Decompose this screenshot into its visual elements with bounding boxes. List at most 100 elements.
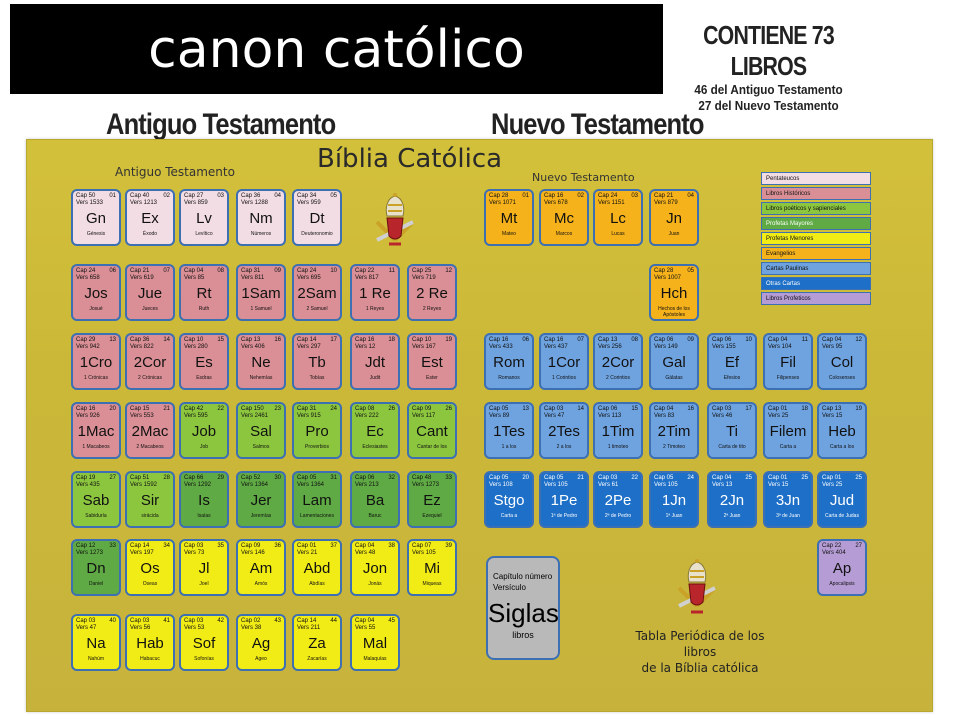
book-chapters: Cap 22 <box>355 268 375 274</box>
book-number: 29 <box>217 475 224 481</box>
book-number: 41 <box>163 618 170 624</box>
book-chapters: Cap 03 <box>544 406 564 412</box>
book-verses: Vers 211 <box>297 625 321 631</box>
book-name: Lucas <box>611 231 625 237</box>
book-abbreviation: Jon <box>362 560 388 577</box>
papal-crest-icon <box>375 193 415 246</box>
book-name: Oseas <box>142 581 158 587</box>
book-chapters: Cap 13 <box>241 337 261 343</box>
book-verses: Vers 56 <box>130 625 151 631</box>
book-number: 11 <box>801 337 808 343</box>
book-verses: Vers 658 <box>76 275 100 281</box>
book-verses: Vers 297 <box>297 344 321 350</box>
book-verses: Vers 719 <box>412 275 436 281</box>
book-number: 27 <box>855 543 862 549</box>
count-line-new: 27 del Nuevo Testamento <box>698 98 839 113</box>
book-chapters: Cap 36 <box>130 337 150 343</box>
book-chapters: Cap 02 <box>241 618 261 624</box>
book-number: 45 <box>388 618 395 624</box>
book-abbreviation: Col <box>830 354 854 371</box>
book-chapters: Cap 10 <box>412 337 432 343</box>
book-verses: Vers 117 <box>412 413 436 419</box>
book-name: Miqueas <box>422 581 442 587</box>
book-name: Job <box>199 444 209 450</box>
book-number: 24 <box>687 475 694 481</box>
book-verses: Vers 105 <box>544 482 568 488</box>
book-number: 01 <box>109 193 116 199</box>
book-abbreviation: Nm <box>249 210 273 227</box>
book-abbreviation: Ne <box>251 354 271 371</box>
book-abbreviation: Ag <box>251 635 271 652</box>
book-abbreviation: Gal <box>662 354 686 371</box>
book-number: 08 <box>631 337 638 343</box>
book-verses: Vers 1273 <box>412 482 440 488</box>
book-verses: Vers 553 <box>130 413 154 419</box>
book-number: 19 <box>445 337 452 343</box>
book-verses: Vers 817 <box>355 275 379 281</box>
book-number: 18 <box>801 406 808 412</box>
book-abbreviation: Ap <box>832 560 852 577</box>
legend-item: Profetas Menores <box>761 232 871 245</box>
book-number: 07 <box>163 268 170 274</box>
book-abbreviation: Job <box>191 423 217 440</box>
key-abbr-label: Siglas <box>488 598 559 628</box>
book-verses: Vers 926 <box>76 413 100 419</box>
book-name: Levítico <box>195 231 213 237</box>
book-name: Hechos de los Apóstoles <box>658 306 690 318</box>
book-verses: Vers 280 <box>184 344 208 350</box>
book-number: 05 <box>687 268 694 274</box>
book-number: 14 <box>163 337 170 343</box>
book-chapters: Cap 03 <box>184 618 204 624</box>
book-name: Malaquías <box>363 656 387 662</box>
book-chapters: Cap 03 <box>130 618 150 624</box>
book-chapters: Cap 13 <box>822 406 842 412</box>
book-chapters: Cap 27 <box>184 193 204 199</box>
book-name: Baruc <box>368 513 382 519</box>
book-verses: Vers 879 <box>654 200 678 206</box>
book-verses: Vers 155 <box>712 344 736 350</box>
book-verses: Vers 1292 <box>184 482 212 488</box>
book-abbreviation: 2 Re <box>416 285 448 302</box>
book-name: Jonás <box>368 581 382 587</box>
heading-old-testament: Antiguo Testamento <box>106 108 336 141</box>
book-abbreviation: Rom <box>493 354 525 371</box>
book-chapters: Cap 16 <box>544 193 564 199</box>
title-banner: canon católico <box>10 4 663 94</box>
book-abbreviation: Ti <box>726 423 738 440</box>
book-number: 16 <box>274 337 281 343</box>
book-abbreviation: Am <box>249 560 273 577</box>
poster-title: Bíblia Católica <box>317 144 503 174</box>
book-count-note: CONTIENE 73 LIBROS 46 del Antiguo Testam… <box>676 20 861 114</box>
book-abbreviation: Est <box>421 354 443 371</box>
book-name: 2 Timoteo <box>663 444 685 450</box>
book-abbreviation: Jos <box>84 285 108 302</box>
book-name: 1 timoteo <box>607 444 629 450</box>
book-verses: Vers 695 <box>297 275 321 281</box>
book-abbreviation: Ez <box>423 492 441 509</box>
count-line-old: 46 del Antiguo Testamento <box>694 82 843 97</box>
book-abbreviation: 1Tim <box>601 423 635 440</box>
book-number: 22 <box>217 406 224 412</box>
book-verses: Vers 619 <box>130 275 154 281</box>
book-chapters: Cap 21 <box>654 193 674 199</box>
book-name: Proverbios <box>305 444 329 450</box>
book-number: 38 <box>388 543 395 549</box>
book-number: 19 <box>855 406 862 412</box>
book-chapters: Cap 42 <box>184 406 204 412</box>
book-verses: Vers 53 <box>184 625 205 631</box>
papal-crest-icon-bottom <box>677 559 717 614</box>
book-abbreviation: 2Tim <box>657 423 691 440</box>
